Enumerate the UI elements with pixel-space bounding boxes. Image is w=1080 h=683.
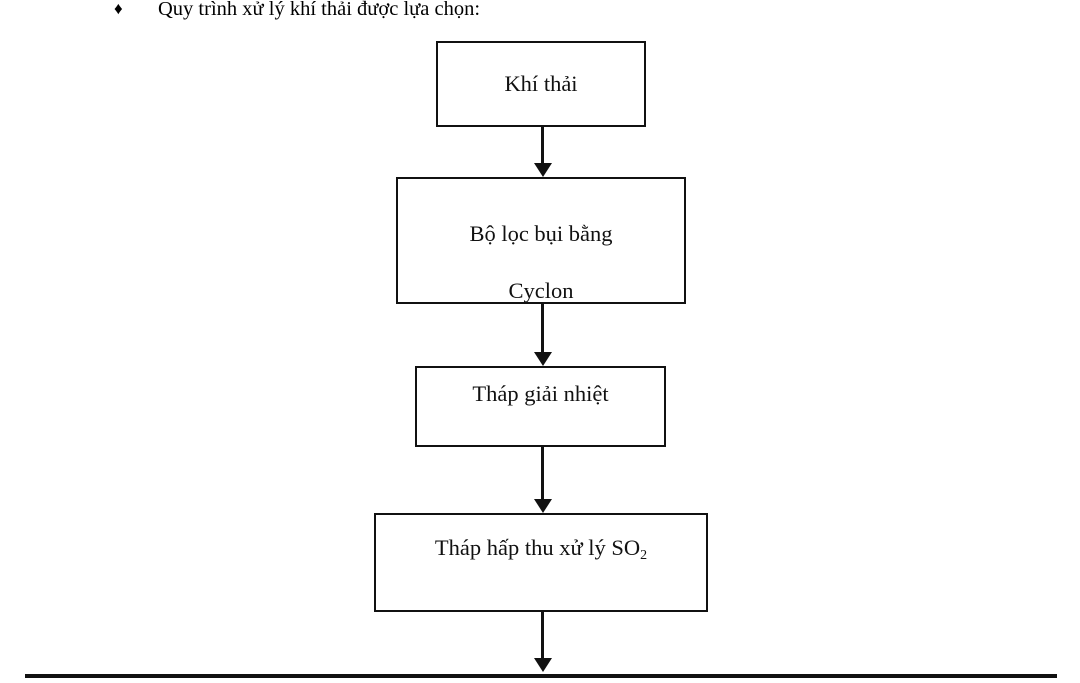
flow-node-thap-giai-nhiet: Tháp giải nhiệt xyxy=(415,366,666,447)
arrow-down-icon xyxy=(541,127,544,165)
arrow-down-icon xyxy=(541,612,544,660)
section-heading: ♦ Quy trình xử lý khí thải được lựa chọn… xyxy=(0,0,1080,24)
arrow-down-icon xyxy=(541,304,544,354)
flow-node-label: Khí thải xyxy=(504,70,578,96)
page-bottom-rule xyxy=(25,674,1057,678)
flow-node-bo-loc-bui-cyclon: Bộ lọc bụi bằng Cyclon xyxy=(396,177,686,304)
heading-text: Quy trình xử lý khí thải được lựa chọn: xyxy=(158,0,481,20)
flow-node-thap-hap-thu-so2: Tháp hấp thu xử lý SO2 xyxy=(374,513,708,612)
arrow-down-icon xyxy=(541,447,544,501)
flow-node-label: Tháp hấp thu xử lý SO2 xyxy=(435,515,647,563)
flow-node-label: Bộ lọc bụi bằng Cyclon xyxy=(469,221,613,304)
flow-node-khi-thai: Khí thải xyxy=(436,41,646,127)
flow-node-label-text: Tháp hấp thu xử lý SO xyxy=(434,535,641,560)
flow-node-label: Tháp giải nhiệt xyxy=(472,381,609,406)
diamond-bullet-icon: ♦ xyxy=(114,0,123,18)
subscript-two: 2 xyxy=(640,547,648,563)
